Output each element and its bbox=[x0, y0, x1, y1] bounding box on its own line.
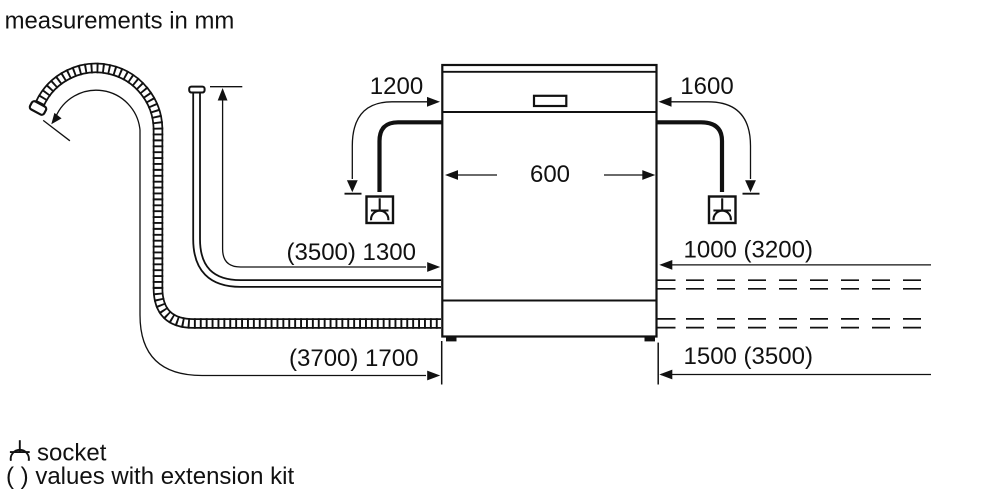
svg-text:600: 600 bbox=[530, 161, 570, 188]
svg-text:socket: socket bbox=[37, 440, 107, 467]
svg-text:measurements in mm: measurements in mm bbox=[5, 8, 235, 35]
svg-text:1200: 1200 bbox=[370, 73, 423, 100]
svg-text:( ) values with extension kit: ( ) values with extension kit bbox=[6, 463, 294, 490]
svg-text:1500 (3500): 1500 (3500) bbox=[684, 343, 813, 370]
svg-text:(3500) 1300: (3500) 1300 bbox=[287, 239, 416, 266]
svg-text:(3700) 1700: (3700) 1700 bbox=[289, 345, 418, 372]
svg-text:1600: 1600 bbox=[680, 73, 733, 100]
svg-text:1000 (3200): 1000 (3200) bbox=[684, 237, 813, 264]
